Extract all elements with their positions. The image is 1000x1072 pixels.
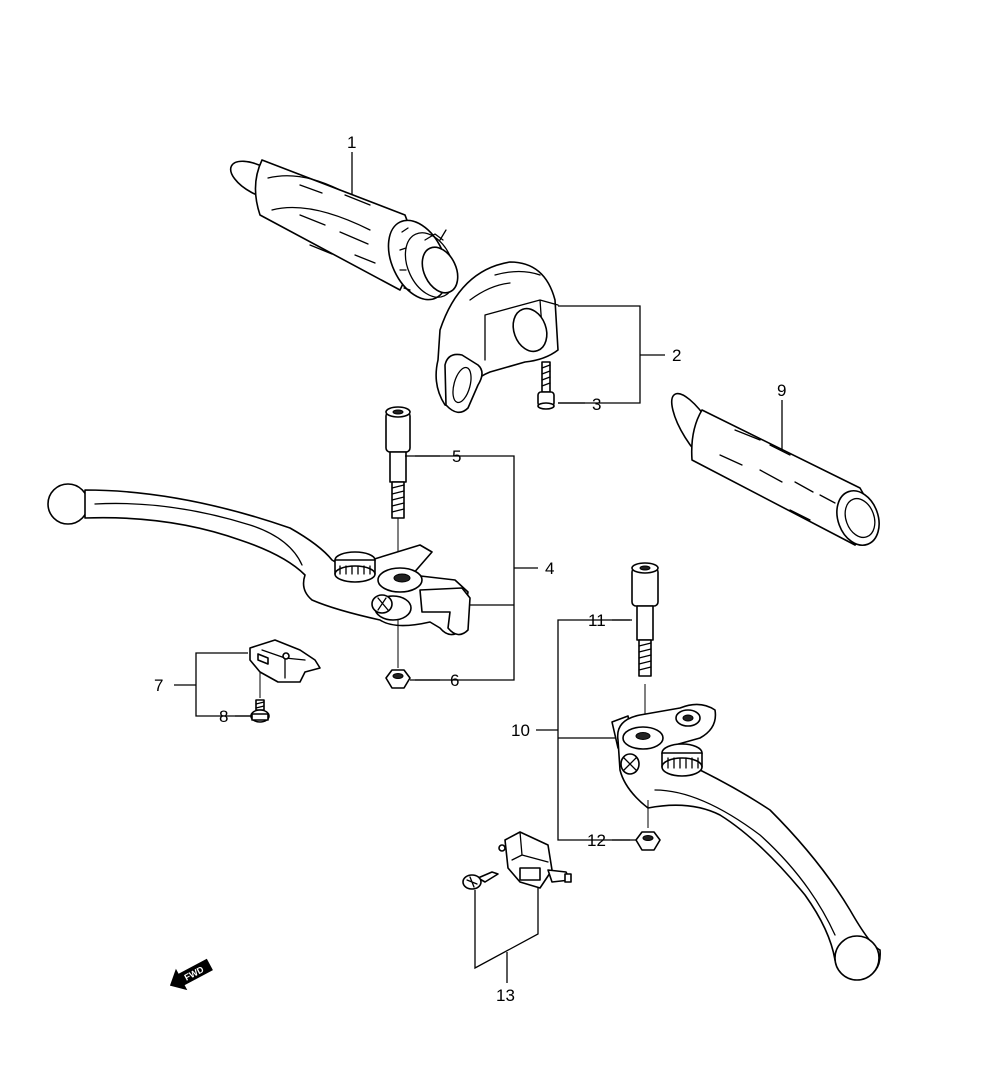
callout-7: 7 — [154, 676, 163, 695]
callout-8: 8 — [219, 707, 228, 726]
callout-4: 4 — [545, 559, 554, 578]
right-lever-part — [611, 703, 881, 981]
callout-12: 12 — [587, 831, 606, 850]
callout-10: 10 — [511, 721, 530, 740]
callout-3: 3 — [592, 395, 601, 414]
right-lever-bolt-part — [631, 562, 659, 722]
callout-11: 11 — [588, 611, 606, 630]
left-switch-screw-part — [250, 699, 270, 723]
leader-lines — [174, 152, 783, 983]
left-lever-part — [47, 483, 471, 668]
callout-1: 1 — [347, 133, 356, 152]
throttle-grip-part — [229, 159, 459, 301]
callout-labels: 1 2 3 4 5 6 7 8 9 10 11 12 13 — [154, 133, 786, 1005]
callout-6: 6 — [450, 671, 459, 690]
callout-13: 13 — [496, 986, 515, 1005]
right-nut-part — [635, 831, 661, 851]
callout-2: 2 — [672, 346, 681, 365]
left-lever-bolt-part — [385, 406, 411, 560]
housing-screw-part — [537, 361, 555, 410]
callout-9: 9 — [777, 381, 786, 400]
right-switch-part — [462, 831, 572, 890]
fwd-arrow-icon: FWD — [169, 958, 213, 991]
callout-5: 5 — [452, 447, 461, 466]
left-switch-part — [249, 639, 321, 698]
left-grip-part — [670, 392, 880, 546]
throttle-housing-part — [435, 261, 559, 414]
left-nut-part — [385, 669, 411, 689]
